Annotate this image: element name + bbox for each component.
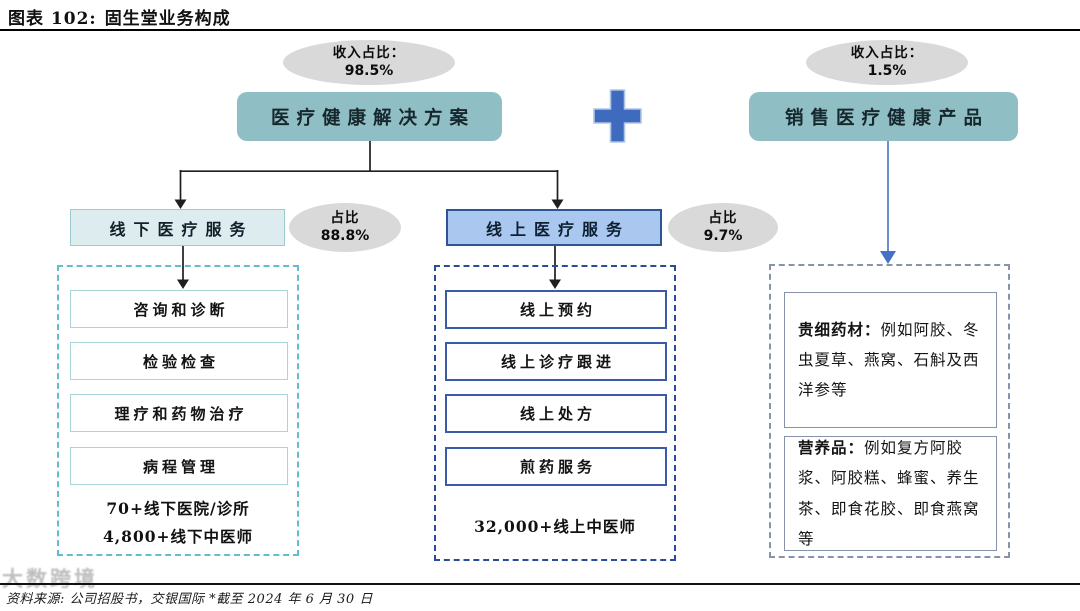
revenue-share-value: 1.5% bbox=[867, 63, 907, 80]
share-value: 88.8% bbox=[320, 228, 370, 245]
products-revenue-share-badge: 收入占比： 1.5% bbox=[806, 40, 968, 85]
offline-service-item: 检验检查 bbox=[70, 342, 288, 380]
product-category-nutrition: 营养品：例如复方阿胶浆、阿胶糕、蜂蜜、养生茶、即食花胶、即食燕窝等 bbox=[784, 436, 997, 551]
online-service-item: 线上预约 bbox=[445, 290, 667, 329]
offline-medical-services-box: 线下医疗服务 bbox=[70, 209, 285, 246]
online-service-item: 煎药服务 bbox=[445, 447, 667, 486]
figure-label: 图表 102: bbox=[8, 9, 97, 29]
offline-service-item: 理疗和药物治疗 bbox=[70, 394, 288, 432]
figure-title: 固生堂业务构成 bbox=[104, 9, 231, 29]
title-underline bbox=[0, 29, 1080, 31]
offline-stat-clinics: 70+线下医院/诊所 bbox=[106, 499, 250, 518]
products-arrow bbox=[880, 141, 896, 264]
footer-divider bbox=[0, 583, 1080, 585]
share-label: 占比 bbox=[708, 209, 738, 226]
online-share-badge: 占比 9.7% bbox=[668, 203, 778, 252]
offline-service-item: 病程管理 bbox=[70, 447, 288, 485]
share-value: 9.7% bbox=[703, 228, 743, 245]
healthcare-products-box: 销售医疗健康产品 bbox=[749, 92, 1018, 141]
online-stat-doctors: 32,000+线上中医师 bbox=[474, 517, 636, 536]
revenue-share-label: 收入占比： bbox=[850, 44, 924, 61]
plus-icon bbox=[593, 89, 642, 143]
watermark: 大数跨境 bbox=[2, 567, 98, 591]
offline-share-badge: 占比 88.8% bbox=[289, 203, 401, 252]
online-medical-services-box: 线上医疗服务 bbox=[446, 209, 662, 246]
product-category-herbs: 贵细药材：例如阿胶、冬虫夏草、燕窝、石斛及西洋参等 bbox=[784, 292, 997, 428]
healthcare-solutions-box: 医疗健康解决方案 bbox=[237, 92, 502, 141]
solutions-split-connector bbox=[174, 141, 564, 209]
online-service-item: 线上诊疗跟进 bbox=[445, 342, 667, 381]
offline-service-item: 咨询和诊断 bbox=[70, 290, 288, 328]
offline-stat-doctors: 4,800+线下中医师 bbox=[102, 527, 254, 546]
online-services-group: 线上预约 线上诊疗跟进 线上处方 煎药服务 32,000+线上中医师 bbox=[434, 265, 676, 561]
product-category-text: 营养品：例如复方阿胶浆、阿胶糕、蜂蜜、养生茶、即食花胶、即食燕窝等 bbox=[798, 433, 983, 554]
category-description: 例如阿胶、冬虫夏草、燕窝、石斛及西洋参等 bbox=[798, 320, 980, 400]
solutions-revenue-share-badge: 收入占比： 98.5% bbox=[283, 40, 455, 85]
share-label: 占比 bbox=[330, 209, 360, 226]
offline-services-group: 咨询和诊断 检验检查 理疗和药物治疗 病程管理 70+线下医院/诊所 4,800… bbox=[57, 265, 299, 556]
figure-header: 图表 102: 固生堂业务构成 bbox=[8, 4, 231, 29]
revenue-share-label: 收入占比： bbox=[332, 44, 406, 61]
category-label: 营养品： bbox=[798, 438, 865, 458]
source-note: 资料来源: 公司招股书，交银国际 *截至 2024 年 6 月 30 日 bbox=[6, 592, 373, 607]
category-description: 例如复方阿胶浆、阿胶糕、蜂蜜、养生茶、即食花胶、即食燕窝等 bbox=[798, 439, 980, 548]
products-group: 贵细药材：例如阿胶、冬虫夏草、燕窝、石斛及西洋参等 营养品：例如复方阿胶浆、阿胶… bbox=[769, 264, 1010, 558]
category-label: 贵细药材： bbox=[798, 319, 881, 339]
online-service-item: 线上处方 bbox=[445, 394, 667, 433]
revenue-share-value: 98.5% bbox=[344, 63, 394, 80]
product-category-text: 贵细药材：例如阿胶、冬虫夏草、燕窝、石斛及西洋参等 bbox=[798, 315, 983, 406]
